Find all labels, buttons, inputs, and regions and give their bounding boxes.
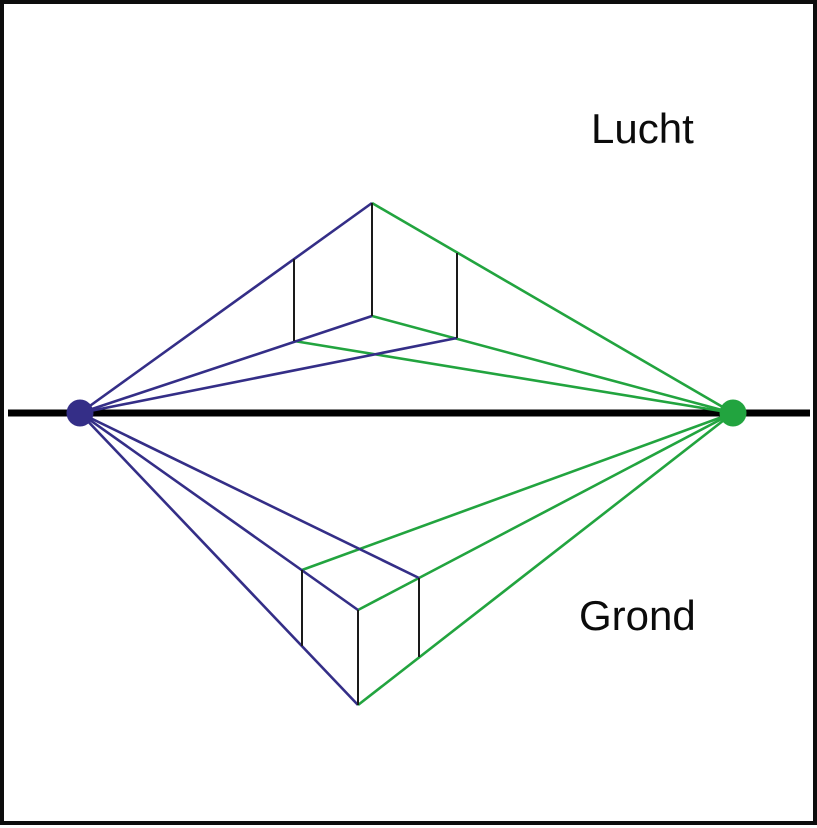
sky-label: Lucht: [591, 105, 694, 152]
ground-label: Grond: [579, 592, 696, 639]
lower-box-blue-ray-apex: [79, 412, 359, 706]
left-vanishing-point-dot: [66, 399, 94, 427]
lower-box-blue-ray-front-top: [79, 411, 359, 612]
upper-box-blue-ray-back-bottom: [79, 336, 458, 415]
right-vanishing-point-dot: [719, 399, 747, 427]
upper-box-green-ray-front-bottom: [371, 314, 734, 415]
upper-box-blue-ray-apex: [79, 201, 373, 415]
lower-box-green-ray-apex: [357, 411, 734, 707]
lower-box-green-ray-front-top: [357, 411, 734, 612]
upper-box-blue-ray-front-bottom: [79, 314, 373, 415]
upper-box-green-ray-back-bottom: [293, 339, 734, 415]
lower-box-blue-ray-back-top: [79, 411, 420, 580]
upper-box-green-ray-apex: [371, 201, 734, 415]
lower-box-green-ray-back-top: [301, 411, 734, 572]
